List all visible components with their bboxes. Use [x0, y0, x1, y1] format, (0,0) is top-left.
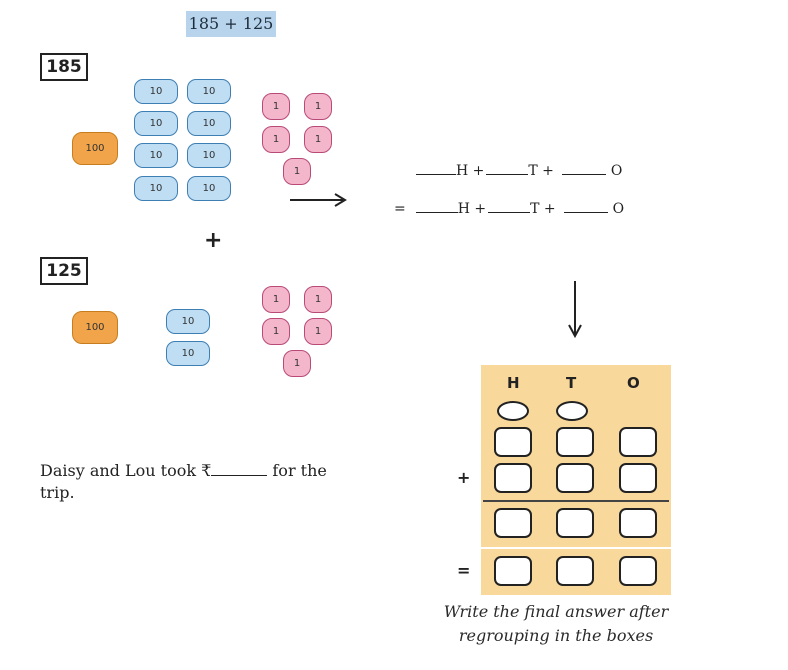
digit-box[interactable] [556, 556, 594, 586]
one-block: 1 [304, 126, 332, 153]
ten-block: 10 [134, 176, 178, 201]
grid-divider [481, 547, 671, 549]
ones-blank[interactable] [561, 160, 606, 175]
digit-box[interactable] [619, 508, 657, 538]
grid-caption: Write the final answer after regrouping … [420, 600, 692, 648]
first-number-box: 185 [40, 53, 88, 81]
digit-box[interactable] [619, 427, 657, 457]
expansion-line-2: = H + T + O [394, 198, 624, 217]
one-block: 1 [304, 93, 332, 120]
story-line-2: trip. [40, 483, 75, 502]
digit-box[interactable] [556, 427, 594, 457]
ten-block: 10 [134, 79, 178, 104]
digit-box[interactable] [494, 508, 532, 538]
one-block: 1 [283, 158, 311, 185]
plus-sign: + [204, 228, 223, 253]
digit-box[interactable] [494, 427, 532, 457]
digit-box[interactable] [619, 463, 657, 493]
one-block: 1 [262, 286, 290, 313]
amount-blank[interactable] [211, 461, 268, 476]
hundreds-label: H + [457, 201, 487, 217]
ones-label: O [610, 163, 623, 179]
hundreds-blank[interactable] [416, 160, 456, 175]
equals-sign: = [394, 201, 406, 217]
second-number-box: 125 [40, 257, 88, 285]
sum-rule [483, 500, 669, 502]
one-block: 1 [262, 93, 290, 120]
expression-title: 185 + 125 [186, 11, 276, 37]
ten-block: 10 [187, 111, 231, 136]
digit-box[interactable] [556, 463, 594, 493]
one-block: 1 [262, 126, 290, 153]
ones-label: O [612, 201, 625, 217]
down-arrow-icon [568, 281, 582, 339]
tens-label: T + [530, 201, 556, 217]
one-block: 1 [304, 286, 332, 313]
expansion-line-1: H + T + O [416, 160, 622, 179]
carry-oval-hundreds[interactable] [497, 401, 529, 421]
column-header-h: H [507, 374, 520, 392]
ten-block: 10 [187, 79, 231, 104]
ten-block: 10 [166, 309, 210, 334]
hundreds-label: H + [456, 163, 485, 179]
story-suffix: for the [267, 461, 327, 480]
story-prefix: Daisy and Lou took ₹ [40, 461, 212, 480]
column-header-o: O [627, 374, 640, 392]
grid-plus-sign: + [457, 468, 471, 487]
carry-oval-tens[interactable] [556, 401, 588, 421]
tens-blank[interactable] [488, 198, 531, 213]
tens-label: T + [528, 163, 554, 179]
column-header-t: T [566, 374, 577, 392]
caption-line-2: regrouping in the boxes [458, 626, 654, 645]
story-text: Daisy and Lou took ₹ for the trip. [40, 460, 327, 504]
digit-box[interactable] [619, 556, 657, 586]
right-arrow-icon [290, 193, 347, 207]
ten-block: 10 [187, 143, 231, 168]
ten-block: 10 [187, 176, 231, 201]
ten-block: 10 [166, 341, 210, 366]
hundred-block: 100 [72, 132, 118, 165]
hundreds-blank[interactable] [415, 198, 458, 213]
digit-box[interactable] [494, 463, 532, 493]
hundred-block: 100 [72, 311, 118, 344]
digit-box[interactable] [494, 556, 532, 586]
caption-line-1: Write the final answer after [443, 602, 669, 621]
one-block: 1 [283, 350, 311, 377]
tens-blank[interactable] [486, 160, 529, 175]
grid-equals-sign: = [457, 561, 471, 580]
ones-blank[interactable] [563, 198, 608, 213]
ten-block: 10 [134, 143, 178, 168]
one-block: 1 [262, 318, 290, 345]
one-block: 1 [304, 318, 332, 345]
digit-box[interactable] [556, 508, 594, 538]
ten-block: 10 [134, 111, 178, 136]
